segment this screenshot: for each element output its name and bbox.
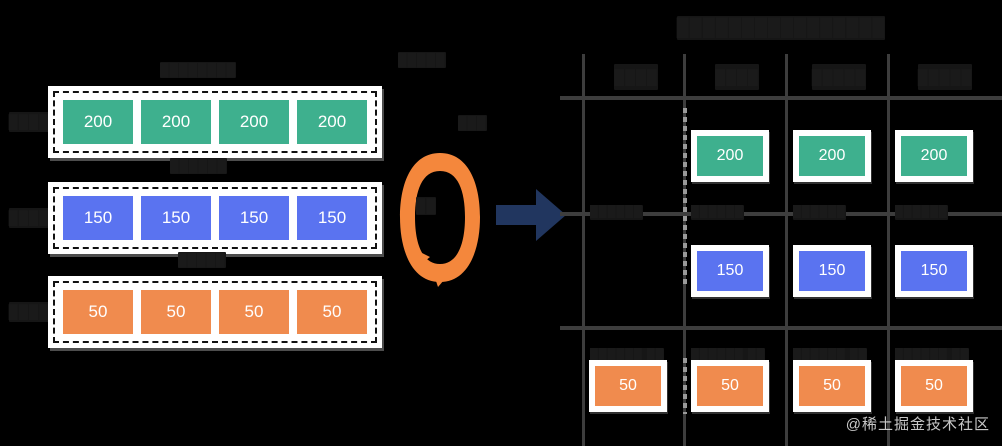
table-cell-value: 200 [697,136,763,176]
watermark: @稀土掘金技术社区 [845,416,990,433]
table-cell: 200 [793,130,871,182]
left-cell: 50 [63,290,133,334]
table-hline [560,212,1002,216]
table-vline [785,54,788,446]
left-group-band-blue-inner: 150 150 150 150 [53,187,377,249]
left-cell: 50 [219,290,289,334]
left-source-panel: ████████ ████ 200 200 200 200 ██████ ███… [0,0,400,446]
table-cell: 200 [895,130,973,182]
table-cell: 150 [793,245,871,297]
table-col-header-3: █████ [793,64,885,90]
table-title: ████████████████ [560,16,1002,40]
oval-caption: ███ [458,115,487,131]
table-sep-label: ██████ [895,205,948,220]
table-sep-label: ██████ [590,205,643,220]
left-group-band-orange: 50 50 50 50 [48,276,382,348]
table-cell: 50 [895,360,973,412]
table-cell: 50 [589,360,667,412]
left-cell: 200 [141,100,211,144]
left-cell: 200 [297,100,367,144]
left-cell: 50 [141,290,211,334]
table-vline [582,54,585,446]
table-vline [887,54,890,446]
table-hline [560,96,1002,100]
left-cell: 150 [63,196,133,240]
table-sep-label: ██████ [793,205,846,220]
table-cell-value: 150 [697,251,763,291]
left-group-band-blue: 150 150 150 150 [48,182,382,254]
table-cell-value: 50 [901,366,967,406]
left-cell: 150 [297,196,367,240]
table-cell: 50 [691,360,769,412]
left-caption-bottom: █████ [178,252,226,268]
table-bottom-sublabel: ██████ ██ [793,348,868,362]
left-cell: 150 [141,196,211,240]
table-cell-value: 200 [799,136,865,176]
table-dotted-separator [683,358,687,414]
left-caption-middle: ██████ [170,158,228,174]
left-cell: 150 [219,196,289,240]
table-bottom-sublabel: ██████ ██ [590,348,665,362]
oval-inner-text: ██ [416,197,437,215]
table-cell-value: 50 [697,366,763,406]
table-col-header-2: ████ [691,64,783,90]
left-cell: 200 [219,100,289,144]
left-group-band-green-inner: 200 200 200 200 [53,91,377,153]
left-cell: 200 [63,100,133,144]
table-cell-value: 50 [595,366,661,406]
table-cell-value: 150 [901,251,967,291]
table-col-header-1: ████ [590,64,682,90]
flow-arrow-icon [496,185,568,245]
table-bottom-sublabel: ██████ ██ [691,348,766,362]
arrow-svg [496,189,566,241]
table-cell-value: 50 [799,366,865,406]
left-group-band-green: 200 200 200 200 [48,86,382,158]
left-group-band-orange-inner: 50 50 50 50 [53,281,377,343]
middle-annotation-area: █████ ██ ███ [380,0,570,446]
table-cell-value: 150 [799,251,865,291]
table-cell: 150 [691,245,769,297]
table-dotted-separator [683,108,687,288]
table-col-header-4: █████ [895,64,995,90]
table-cell: 200 [691,130,769,182]
table-cell: 150 [895,245,973,297]
left-caption-top: ████████ [160,62,237,78]
table-bottom-sublabel: ██████ ██ [895,348,970,362]
table-hline [560,326,1002,330]
left-group-label-3: ████ [6,302,52,322]
table-cell: 50 [793,360,871,412]
left-group-label-1: ████ [6,112,52,132]
left-cell: 50 [297,290,367,334]
table-cell-value: 200 [901,136,967,176]
oval-svg [400,153,480,287]
table-sep-label: ██████ [691,205,744,220]
result-table: ████████████████ ████ ████ █████ █████ █… [560,8,1002,446]
left-group-label-2: ████ [6,208,52,228]
middle-caption: █████ [398,52,446,68]
orange-oval-annotation-icon: ██ [392,145,488,290]
